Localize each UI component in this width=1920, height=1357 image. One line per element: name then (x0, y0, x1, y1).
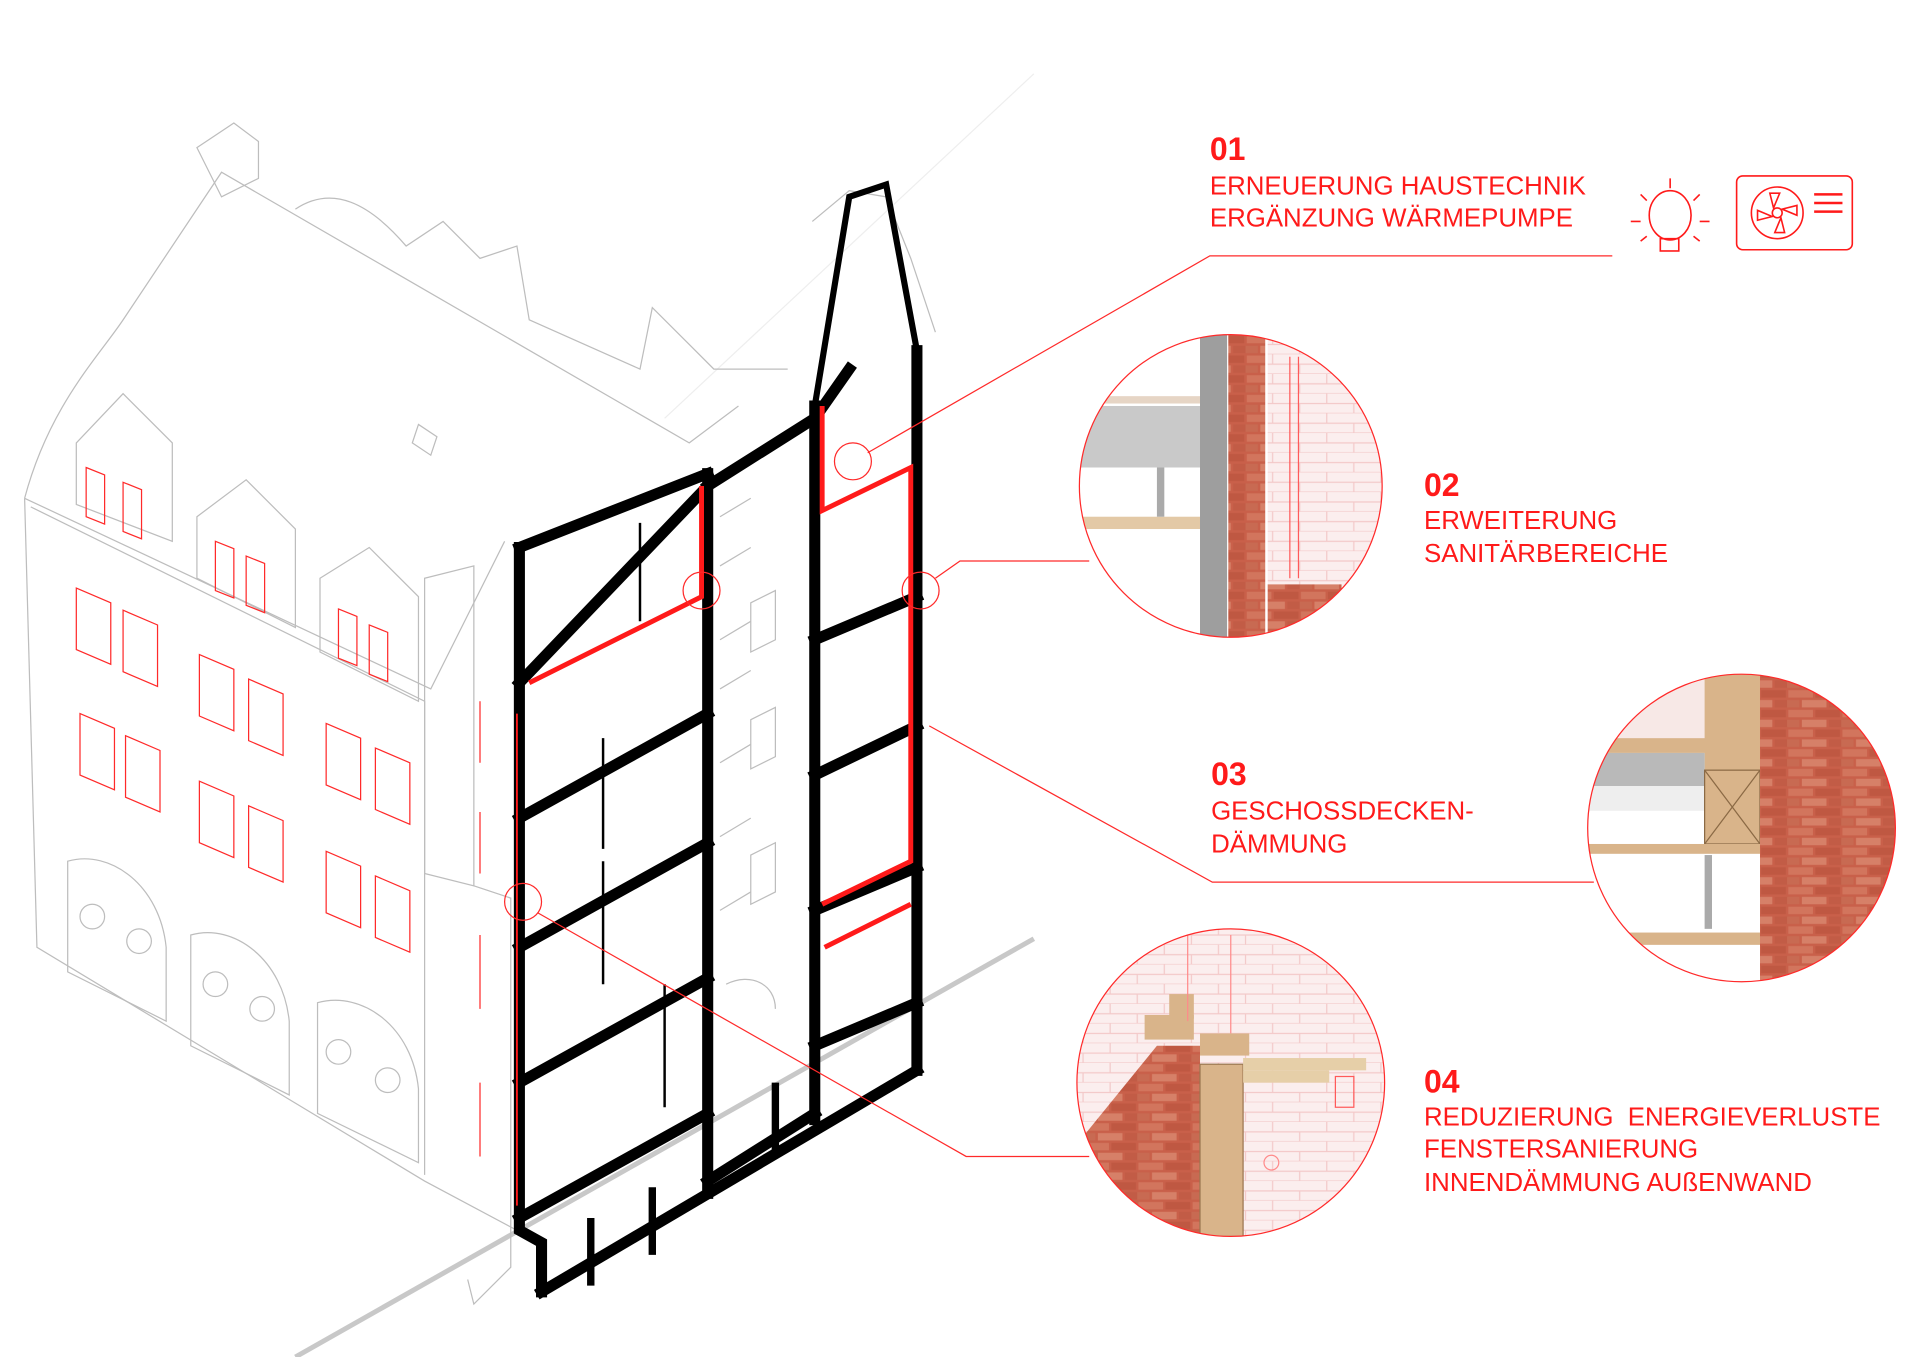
building-section (511, 180, 925, 1300)
annotation-04: 04 REDUZIERUNG ENERGIEVERLUSTE FENSTERSA… (1424, 1063, 1880, 1196)
leader-line-04 (537, 912, 1090, 1158)
heat-pump-unit-icon (1735, 175, 1854, 251)
leader-line-03 (928, 725, 1594, 883)
leader-line-01 (867, 255, 1613, 454)
annotation-03: 03 GESCHOSSDECKEN- DÄMMUNG (1211, 756, 1474, 859)
annotation-line: GESCHOSSDECKEN- (1211, 797, 1474, 825)
annotation-line: ERWEITERUNG (1424, 507, 1617, 535)
marker-02 (901, 571, 940, 610)
leader-line-02 (935, 560, 1090, 579)
annotation-01: 01 ERNEUERUNG HAUSTECHNIK ERGÄNZUNG WÄRM… (1210, 131, 1586, 232)
annotation-line: ERNEUERUNG HAUSTECHNIK (1210, 172, 1586, 200)
annotation-line: REDUZIERUNG ENERGIEVERLUSTE (1424, 1104, 1880, 1132)
annotation-number: 01 (1210, 131, 1246, 167)
annotation-line: INNENDÄMMUNG AUßENWAND (1424, 1169, 1812, 1197)
annotation-02: 02 ERWEITERUNG SANITÄRBEREICHE (1424, 467, 1668, 568)
building-facade (24, 122, 936, 1306)
sun-lamp-icon (1630, 178, 1710, 252)
annotation-number: 03 (1211, 756, 1247, 792)
annotation-number: 04 (1424, 1063, 1460, 1099)
staircase (719, 497, 776, 1009)
section-red-highlights (516, 405, 914, 1206)
marker-02b (682, 571, 721, 610)
annotation-line: SANITÄRBEREICHE (1424, 540, 1668, 568)
detail-circle-bathroom (1079, 334, 1383, 638)
annotation-line: FENSTERSANIERUNG (1424, 1136, 1698, 1164)
marker-01 (833, 442, 873, 481)
facade-windows (75, 466, 481, 1157)
annotation-line: DÄMMUNG (1211, 831, 1347, 859)
marker-04 (504, 882, 543, 921)
annotation-line: ERGÄNZUNG WÄRMEPUMPE (1210, 204, 1573, 232)
annotation-number: 02 (1424, 467, 1460, 503)
detail-circle-window-insulation (1076, 928, 1385, 1237)
